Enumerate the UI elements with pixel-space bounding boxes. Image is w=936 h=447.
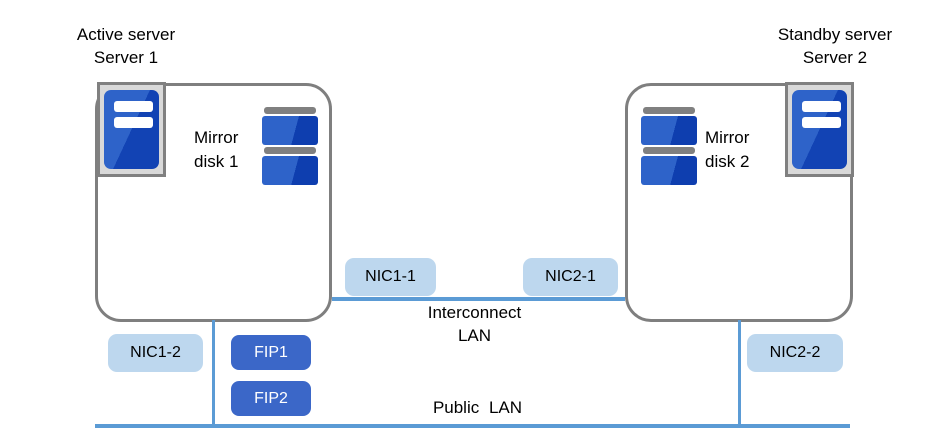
server1-icon: [97, 82, 166, 177]
server2-tower-icon: [792, 90, 847, 169]
nic2-1-badge: NIC2-1: [523, 258, 618, 296]
server1-public-link-line: [212, 320, 215, 427]
server2-role-label: Standby server Server 2: [765, 23, 905, 69]
public-lan-label: Public LAN: [432, 398, 523, 417]
mirror-disk1-icon: [262, 107, 318, 185]
server1-role: Active server: [76, 25, 176, 44]
server2-icon: [785, 82, 854, 177]
mirror-disk1-label: Mirror disk 1: [194, 128, 239, 171]
fip2-badge: FIP2: [231, 381, 311, 416]
server1-name: Server 1: [93, 48, 159, 67]
server1-tower-icon: [104, 90, 159, 169]
nic2-2-badge: NIC2-2: [747, 334, 843, 372]
mirror-disk2-label: Mirror disk 2: [705, 128, 750, 171]
interconnect-lan-label: Interconnect LAN: [427, 303, 522, 345]
mirror-disk2-icon: [641, 107, 697, 185]
public-lan-line: [95, 424, 850, 428]
interconnect-lan-line: [332, 297, 625, 301]
server2-role: Standby server: [777, 25, 893, 44]
fip1-badge: FIP1: [231, 335, 311, 370]
nic1-1-badge: NIC1-1: [345, 258, 436, 296]
nic1-2-badge: NIC1-2: [108, 334, 203, 372]
server2-public-link-line: [738, 320, 741, 427]
server1-role-label: Active server Server 1: [56, 23, 196, 69]
server2-name: Server 2: [802, 48, 868, 67]
